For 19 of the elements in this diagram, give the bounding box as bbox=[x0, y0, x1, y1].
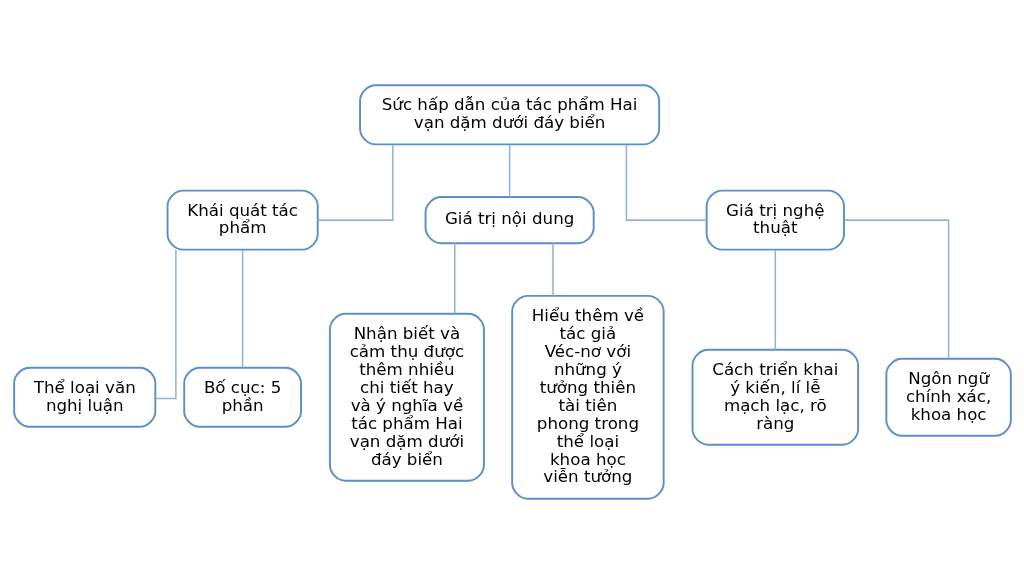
node-box: Khái quát tác phẩm bbox=[166, 189, 319, 251]
node-box: Giá trị nghệ thuật bbox=[705, 189, 845, 251]
connector bbox=[154, 249, 177, 400]
connector bbox=[625, 143, 707, 221]
connector bbox=[241, 249, 243, 369]
connector bbox=[316, 143, 394, 221]
connector bbox=[453, 242, 455, 315]
connector bbox=[843, 219, 949, 360]
node-box: Giá trị nội dung bbox=[424, 196, 595, 245]
node-box: Hiểu thêm về tác giả Véc-nơ với những ý tưởng thiên tài tiên phong trong thể loại khoa học viễn tưởng bbox=[510, 294, 665, 500]
node-box: Sức hấp dẫn của tác phẩm Hai vạn dặm dưới đáy biển bbox=[358, 84, 660, 146]
connector bbox=[551, 242, 554, 297]
node-box: Cách triển khai ý kiến, lí lễ mạch lạc, rõ ràng bbox=[691, 348, 859, 446]
connector bbox=[774, 249, 776, 351]
node-box: Bố cục: 5 phần bbox=[182, 366, 302, 428]
node-box: Ngôn ngữ chính xác, khoa học bbox=[884, 357, 1012, 437]
connector bbox=[508, 143, 510, 198]
node-box: Thể loại văn nghị luận bbox=[12, 366, 156, 428]
node-box: Nhận biết và cảm thụ được thêm nhiều chi tiết hay và ý nghĩa về tác phẩm Hai vạn dặm dưới đáy biển bbox=[328, 312, 485, 482]
